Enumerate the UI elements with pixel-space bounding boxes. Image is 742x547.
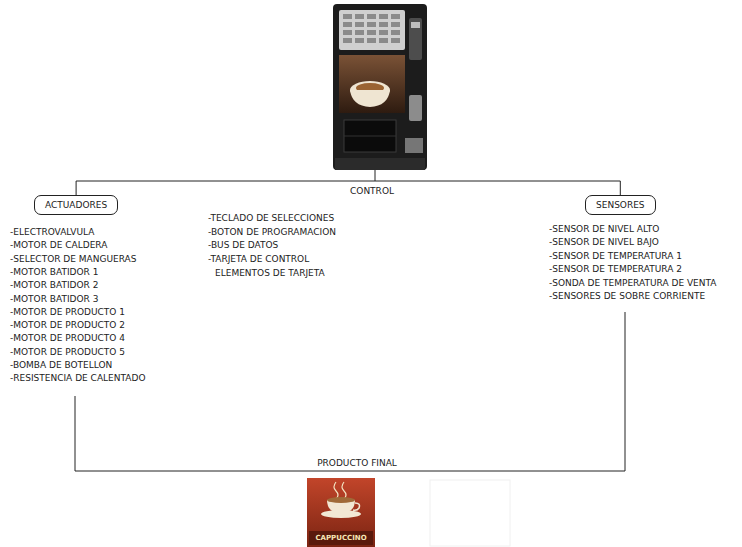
list-item: CONTROL [350, 186, 394, 197]
box-title: SENSORES [596, 199, 645, 211]
list-item: PRODUCTO FINAL [317, 458, 397, 469]
list-item: -BUS DE DATOS [208, 240, 278, 251]
product-line [75, 312, 625, 471]
blank-picture [430, 480, 510, 546]
vending-machine [333, 4, 427, 170]
list-item: -MOTOR DE PRODUCTO 1 [10, 307, 125, 318]
list-item: -BOTON DE PROGRAMACION [208, 227, 336, 238]
list-item: -ELECTROVALVULA [10, 227, 94, 238]
connector-line [76, 181, 620, 195]
list-item: -MOTOR DE PRODUCTO 2 [10, 320, 125, 331]
list-item: -SENSOR DE NIVEL BAJO [549, 237, 659, 248]
cappuccino-picture [307, 478, 375, 547]
list-item: -MOTOR DE PRODUCTO 4 [10, 333, 125, 344]
list-item: -RESISTENCIA DE CALENTADO [10, 373, 145, 384]
list-item: -MOTOR BATIDOR 2 [10, 280, 98, 291]
list-item: ELEMENTOS DE TARJETA [215, 268, 325, 279]
group-box: ACTUADORES [34, 195, 118, 215]
list-item: -TECLADO DE SELECCIONES [208, 213, 334, 224]
list-item: -SENSOR DE TEMPERATURA 2 [549, 264, 682, 275]
list-item: -MOTOR DE PRODUCTO 5 [10, 347, 125, 358]
list-item: -SENSOR DE NIVEL ALTO [549, 224, 659, 235]
box-title: ACTUADORES [45, 199, 107, 211]
group-box: SENSORES [585, 195, 656, 215]
list-item: -MOTOR BATIDOR 3 [10, 294, 98, 305]
list-item: -SENSOR DE TEMPERATURA 1 [549, 251, 682, 262]
picture-caption: CAPPUCCINO [315, 534, 366, 542]
list-item: -SENSORES DE SOBRE CORRIENTE [549, 291, 705, 302]
list-item: -SONDA DE TEMPERATURA DE VENTA [549, 278, 716, 289]
layout-lines [75, 170, 625, 471]
list-item: -BOMBA DE BOTELLON [10, 360, 112, 371]
list-item: -TARJETA DE CONTROL [208, 254, 309, 265]
machine-lead [375, 170, 376, 181]
list-item: -MOTOR BATIDOR 1 [10, 267, 98, 278]
list-item: -SELECTOR DE MANGUERAS [10, 254, 136, 265]
list-item: -MOTOR DE CALDERA [10, 240, 107, 251]
